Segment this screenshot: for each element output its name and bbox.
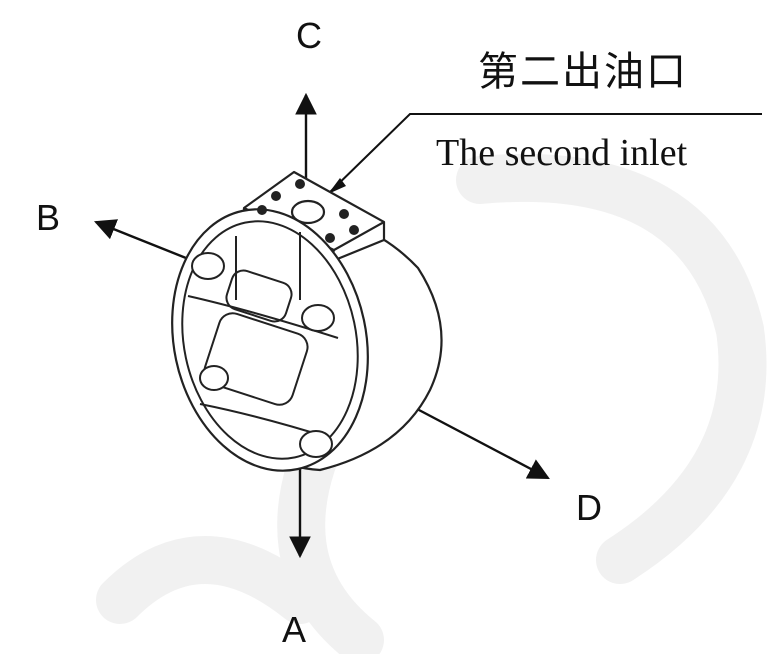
axis-label-b: B — [36, 197, 61, 238]
callout-label-english: The second inlet — [436, 132, 688, 174]
callout-leader — [327, 113, 762, 195]
axis-label-a: A — [282, 609, 307, 650]
axis-label-c: C — [296, 15, 322, 56]
callout-label-chinese: 第二出油口 — [478, 49, 688, 95]
inlet-port — [290, 199, 326, 225]
port-block-holes — [257, 179, 359, 243]
axis-b-arrow — [93, 219, 197, 264]
axis-d-arrow — [399, 398, 550, 480]
callout-leader-tip — [328, 178, 346, 194]
axis-label-d: D — [576, 487, 602, 528]
bolt-bosses — [191, 252, 335, 458]
